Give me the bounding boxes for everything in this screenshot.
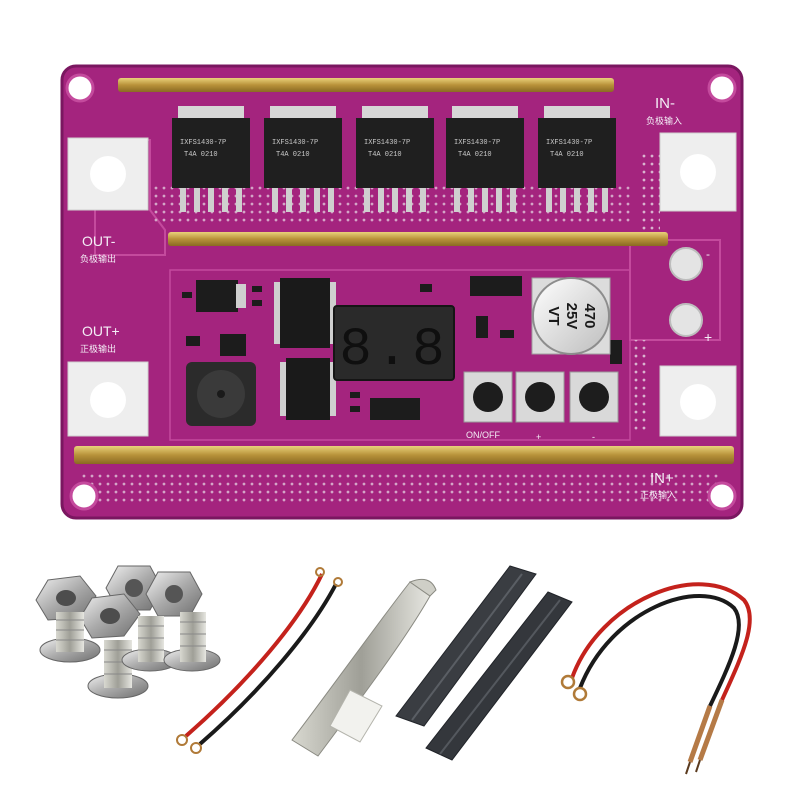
regulator-chip — [196, 280, 246, 312]
red-black-wire-pair — [176, 567, 343, 754]
label-in-plus: IN+ — [650, 470, 674, 487]
mosfet-1-label1: IXFS1430-7P — [180, 139, 226, 147]
seven-segment-display: 8.8 — [333, 305, 455, 381]
flange-nut-2 — [145, 571, 203, 617]
wire-pad-plus — [669, 303, 703, 337]
mosfet-5: IXFS1430-7P T4A 0210 — [538, 106, 616, 212]
mosfet-2-label2: T4A 0210 — [276, 151, 310, 159]
gold-bus-bar-top — [118, 78, 614, 92]
mounting-hole-tr — [707, 73, 737, 103]
display-readout: 8.8 — [339, 320, 448, 381]
mosfet-row: IXFS1430-7P T4A 0210 IXFS1430-7P T4A 021… — [172, 106, 616, 212]
mounting-hole-bl — [69, 481, 99, 511]
pad-in-minus — [659, 132, 737, 212]
bolt-3 — [121, 616, 179, 672]
buzzer — [186, 362, 256, 426]
label-out-plus-cn: 正极输出 — [80, 343, 116, 354]
bolts-and-nuts — [35, 565, 221, 699]
mosfet-4-label2: T4A 0210 — [458, 151, 492, 159]
mosfet-1-label2: T4A 0210 — [184, 151, 218, 159]
capacitor-capacitance: 470 — [581, 303, 598, 328]
hex-nut-2 — [79, 593, 141, 639]
mosfet-3-label1: IXFS1430-7P — [364, 139, 410, 147]
label-in-plus-cn: 正极输入 — [640, 489, 676, 500]
gold-bus-bar-middle — [168, 232, 668, 246]
mosfet-4: IXFS1430-7P T4A 0210 — [446, 106, 524, 212]
onoff-button[interactable]: ON/OFF — [463, 371, 513, 440]
label-in-minus: IN- — [655, 95, 675, 112]
onoff-button-label: ON/OFF — [466, 430, 500, 440]
microcontroller-chip-2 — [280, 358, 336, 420]
mounting-hole-tl — [65, 73, 95, 103]
pad-out-plus — [67, 361, 149, 437]
nickel-strip-roll — [291, 578, 437, 757]
wire-pad-minus — [669, 247, 703, 281]
mosfet-3-label2: T4A 0210 — [368, 151, 402, 159]
label-out-minus: OUT- — [82, 233, 116, 249]
pad-minus-sign: - — [706, 247, 710, 261]
welding-pen-leads — [560, 582, 752, 775]
mosfet-4-label1: IXFS1430-7P — [454, 139, 500, 147]
capacitor-series: VT — [545, 306, 562, 325]
pcb-board: - + IN- 负极输入 OUT- 负极输出 OUT+ 正极输出 IN+ 正极输… — [60, 64, 744, 520]
mosfet-1: IXFS1430-7P T4A 0210 — [172, 106, 250, 212]
bolt-1 — [39, 612, 101, 663]
plus-button-label: + — [536, 432, 541, 442]
gold-bus-bar-bottom — [74, 446, 734, 464]
mosfet-2-label1: IXFS1430-7P — [272, 139, 318, 147]
mosfet-3: IXFS1430-7P T4A 0210 — [356, 106, 434, 212]
pad-plus-sign: + — [704, 329, 712, 345]
pad-in-plus — [659, 365, 737, 437]
mosfet-2: IXFS1430-7P T4A 0210 — [264, 106, 342, 212]
plus-button[interactable]: + — [515, 371, 565, 442]
label-in-minus-cn: 负极输入 — [646, 115, 682, 126]
label-out-plus: OUT+ — [82, 323, 120, 339]
capacitor: 470 25V VT — [531, 277, 611, 355]
minus-button[interactable]: - — [569, 371, 619, 442]
capacitor-voltage: 25V — [563, 303, 580, 330]
heat-shrink-tubes — [395, 565, 573, 761]
mosfet-5-label2: T4A 0210 — [550, 151, 584, 159]
mosfet-5-label1: IXFS1430-7P — [546, 139, 592, 147]
bolt-4 — [163, 612, 221, 672]
microcontroller-chip-1 — [274, 278, 336, 348]
label-out-minus-cn: 负极输出 — [80, 253, 116, 264]
smd-components — [182, 276, 622, 420]
pad-out-minus — [67, 137, 149, 211]
mounting-hole-br — [707, 481, 737, 511]
minus-button-label: - — [592, 432, 595, 442]
